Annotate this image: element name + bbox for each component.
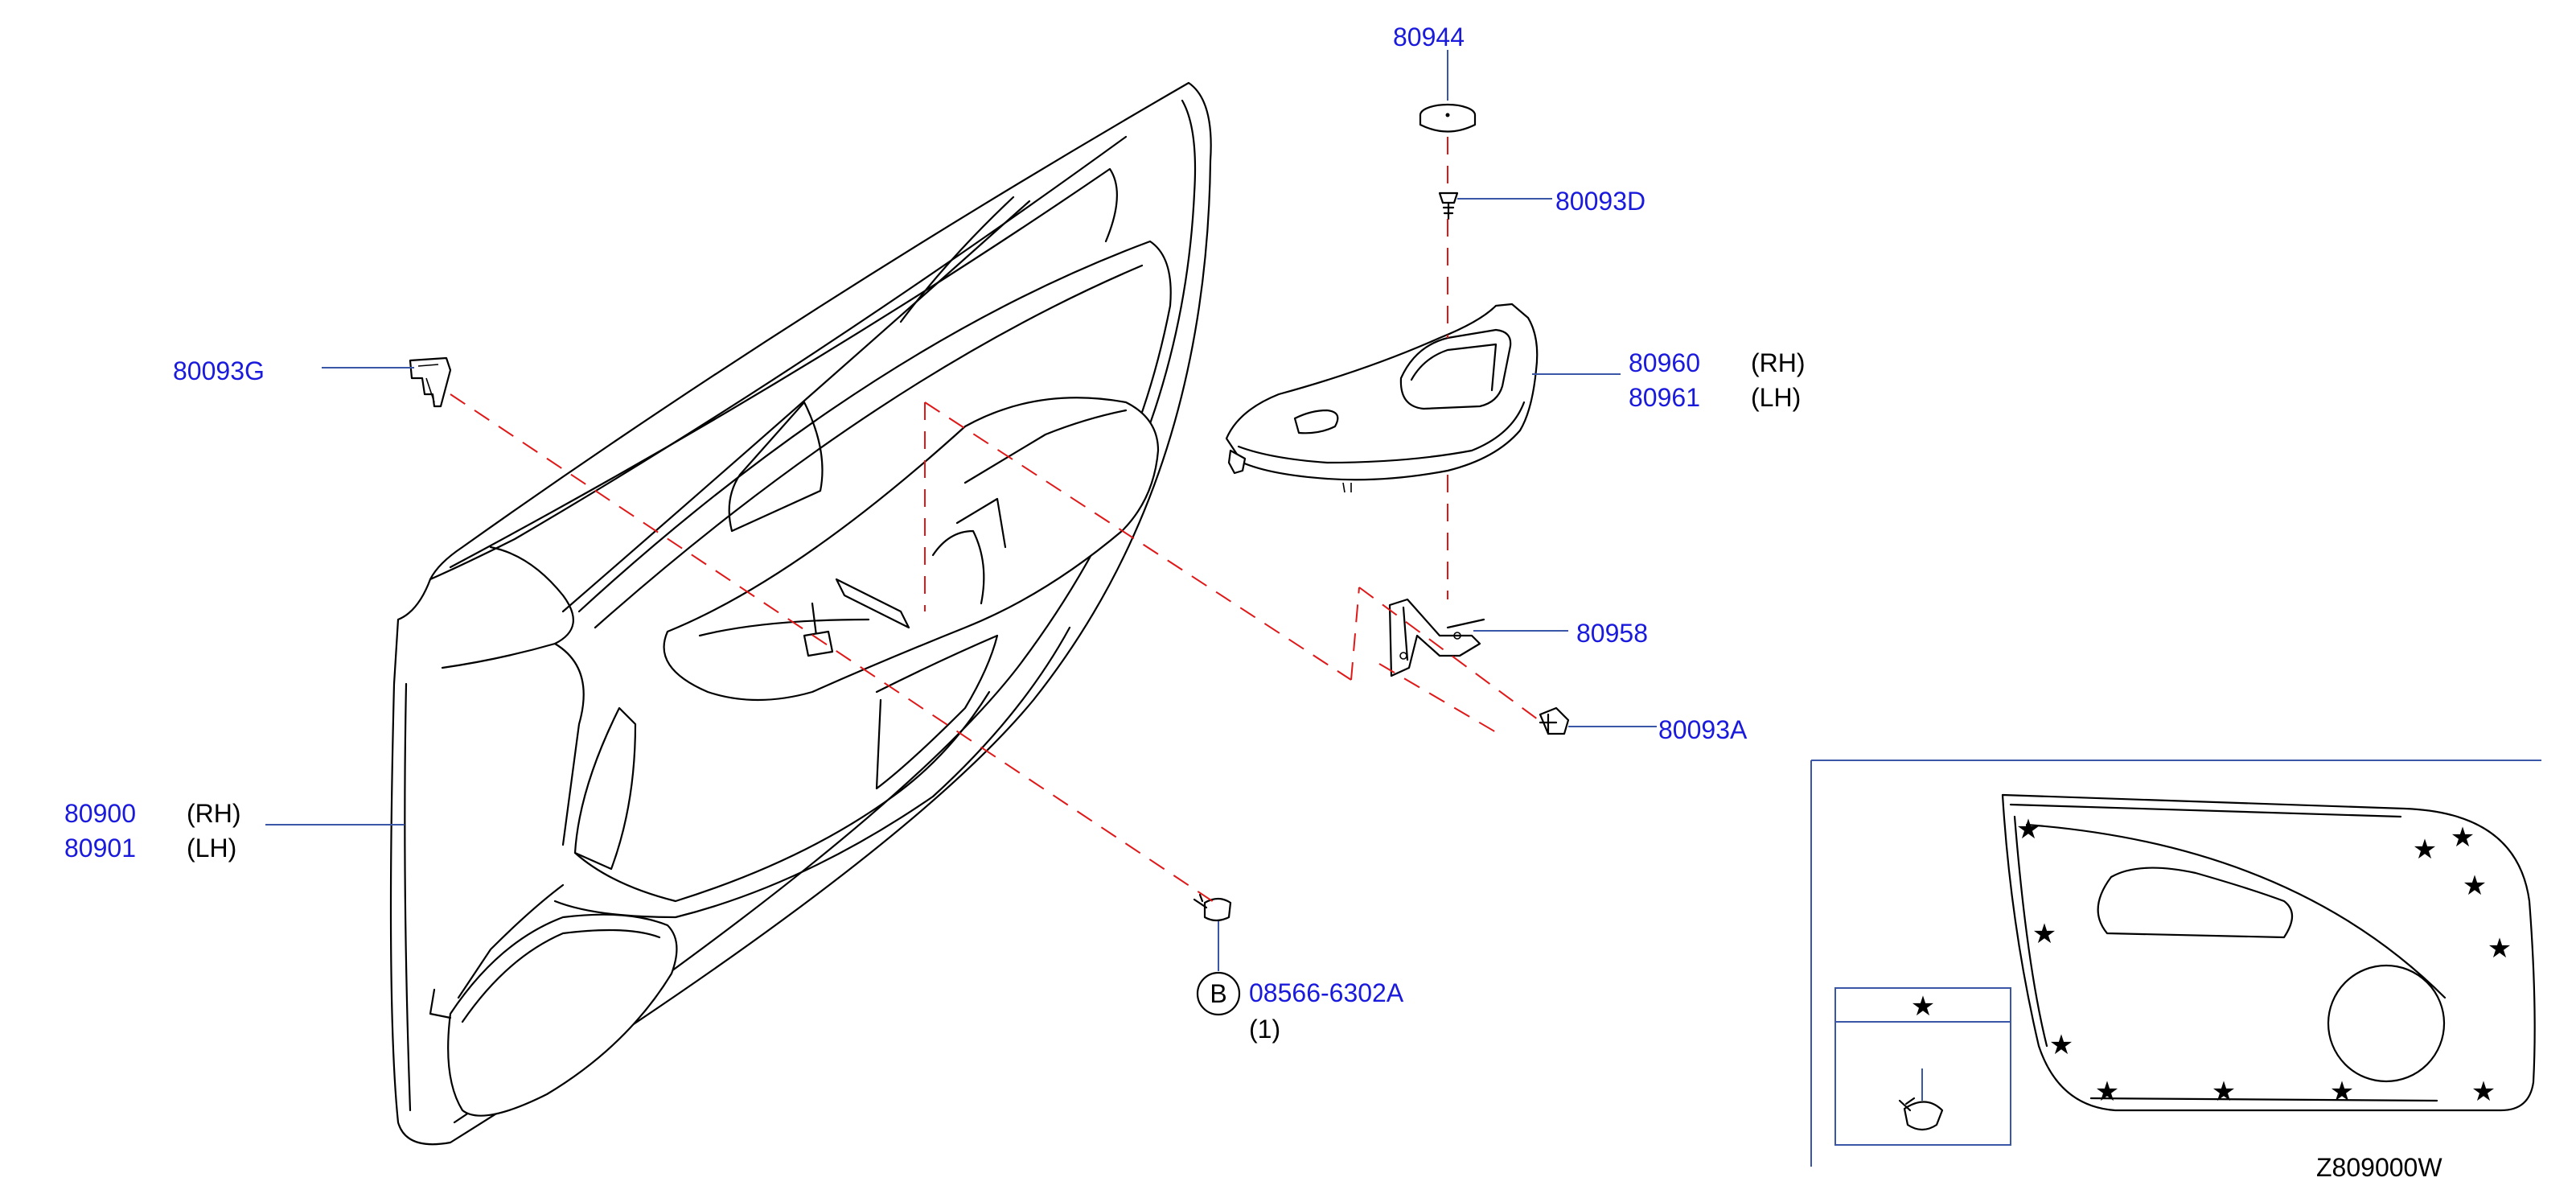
label-screw-qty: (1): [1249, 1015, 1280, 1044]
screw-08566-6302a: [1193, 893, 1232, 922]
callouts: 80093G 80944 80093D 80960 (RH) 80961 (LH…: [64, 23, 1806, 1044]
assembly-lines: [450, 137, 1545, 906]
clip-star-5: ★: [2488, 933, 2512, 964]
clip-star-7: ★: [2049, 1030, 2073, 1060]
label-80093g: 80093G: [173, 356, 265, 385]
leader-lines: [265, 50, 1657, 971]
door-trim-panel: [389, 81, 1212, 1146]
diagram-code: Z809000W: [2316, 1153, 2442, 1182]
clip-80093a: [1539, 706, 1570, 735]
clip-star-10: ★: [2330, 1077, 2354, 1107]
label-80960: 80960: [1629, 348, 1700, 377]
clip-star-3: ★: [2451, 822, 2475, 853]
inset-detail: ★ ★ ★ ★ ★ ★ ★ ★ ★ ★ ★ ★ Z809000W: [1810, 760, 2541, 1182]
legend-star-icon: ★: [1911, 991, 1935, 1022]
label-08566-6302a: 08566-6302A: [1249, 978, 1404, 1007]
label-80901: 80901: [64, 834, 136, 863]
label-80900: 80900: [64, 799, 136, 828]
label-80960-side: (RH): [1751, 348, 1806, 377]
trim-clip-80093g: [409, 356, 452, 408]
bracket-80958: [1388, 598, 1485, 677]
marker-b-circle: [1196, 971, 1241, 1016]
clip-star-4: ★: [2463, 871, 2487, 901]
label-80901-side: (LH): [187, 834, 236, 863]
clip-star-1: ★: [2016, 814, 2040, 845]
push-clip-icon: [1898, 1097, 1944, 1131]
label-80944: 80944: [1393, 23, 1465, 51]
clip-star-6: ★: [2032, 919, 2056, 949]
clip-80093d: [1438, 191, 1459, 220]
label-80093a: 80093A: [1658, 715, 1748, 744]
marker-b-letter: B: [1210, 979, 1226, 1008]
label-80961-side: (LH): [1751, 383, 1801, 412]
power-window-finisher: [1225, 303, 1539, 493]
inset-legend: ★: [1834, 987, 2011, 1146]
clip-star-9: ★: [2212, 1077, 2236, 1107]
label-80958: 80958: [1576, 619, 1648, 648]
clip-star-8: ★: [2095, 1077, 2119, 1107]
cap-80944: [1419, 103, 1477, 133]
label-80961: 80961: [1629, 383, 1700, 412]
clip-star-11: ★: [2471, 1077, 2496, 1107]
label-80093d: 80093D: [1555, 187, 1645, 216]
label-80900-side: (RH): [187, 799, 241, 828]
clip-star-2: ★: [2413, 834, 2437, 865]
